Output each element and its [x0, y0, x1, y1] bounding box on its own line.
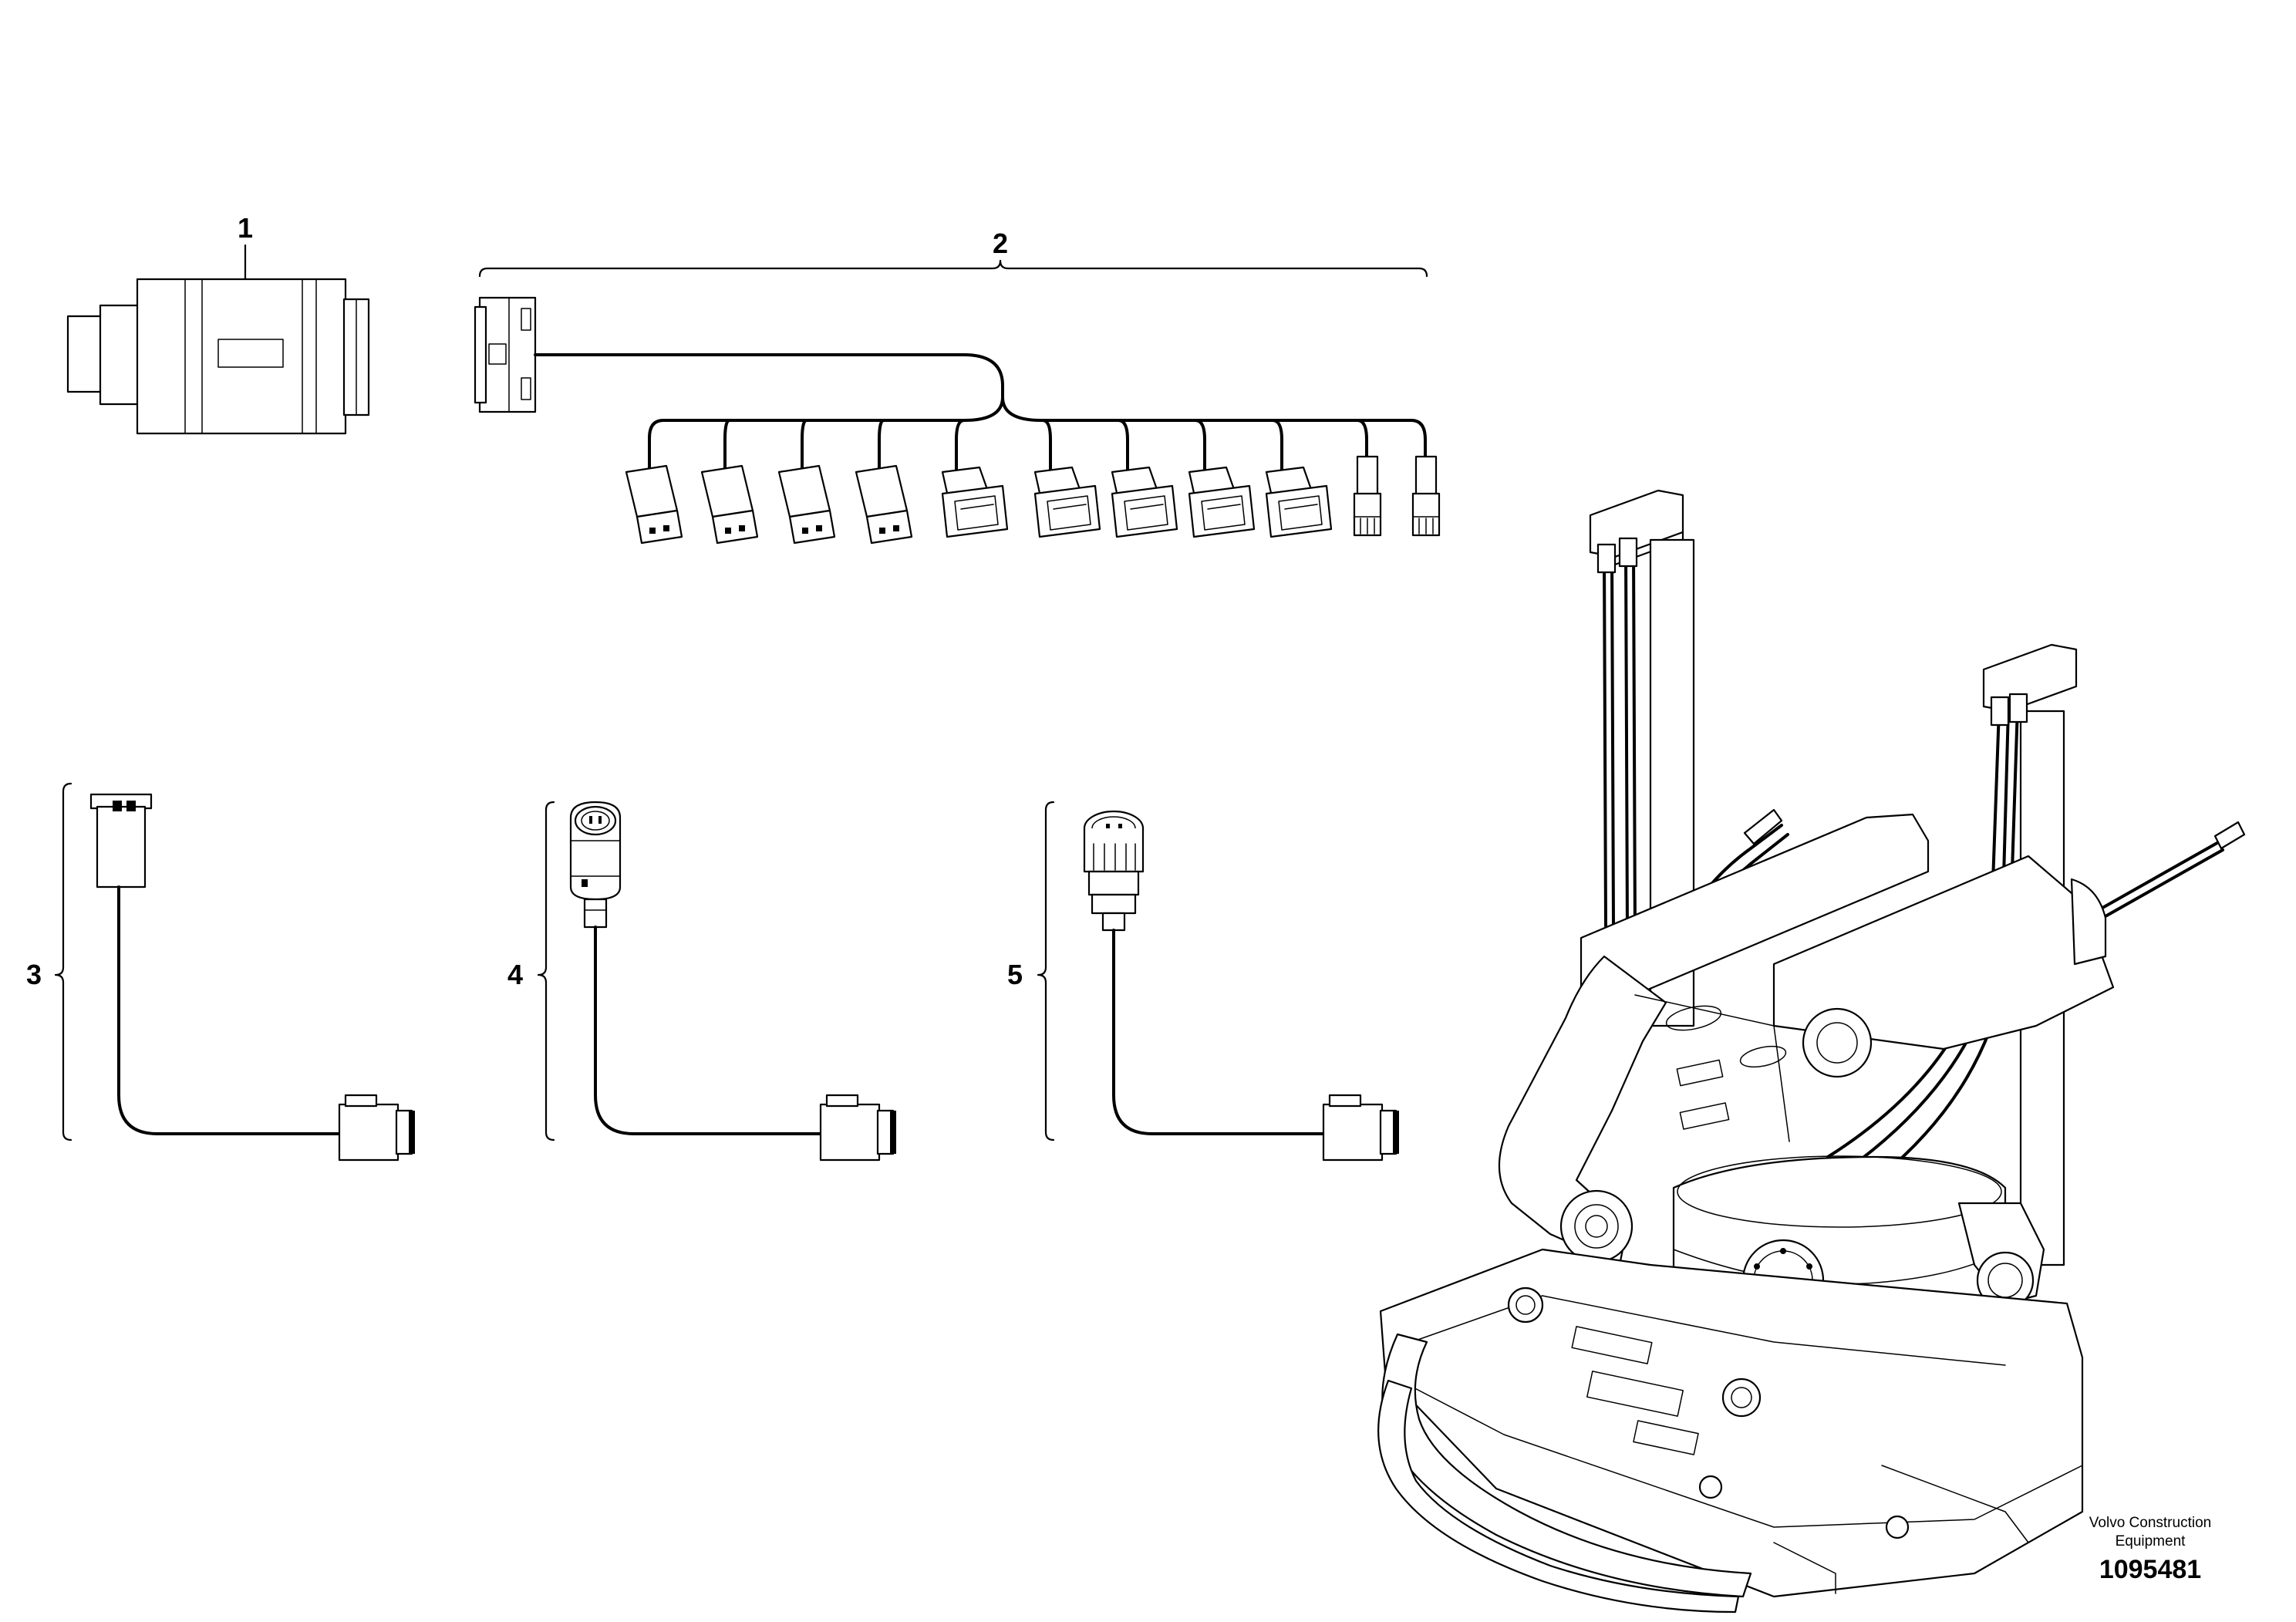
callout-2: 2 [993, 228, 1008, 259]
control-module-icon [66, 278, 370, 435]
round-connector-cable-icon [1083, 810, 1399, 1162]
bracket-4 [537, 801, 555, 1141]
harness-bracket [478, 259, 1428, 278]
callout-1: 1 [238, 212, 253, 244]
callout-5: 5 [1007, 959, 1023, 990]
brand-line-2: Equipment [2116, 1533, 2186, 1549]
bracket-3 [54, 782, 72, 1141]
footer: Volvo Construction Equipment 1095481 [2089, 1515, 2211, 1584]
part-1-control-module[interactable]: 1 [66, 212, 370, 435]
bracket-5 [1037, 801, 1055, 1141]
brand-line-1: Volvo Construction [2089, 1515, 2211, 1531]
tiltrotator-assembly-icon [1377, 489, 2246, 1614]
wiring-harness-icon [474, 296, 1441, 545]
callout-3: 3 [26, 959, 42, 990]
document-number: 1095481 [2099, 1555, 2201, 1584]
pressure-sensor-cable-icon [569, 801, 896, 1162]
sensor-cable-icon [89, 793, 415, 1162]
part-2-wiring-harness[interactable]: 2 [474, 228, 1441, 545]
callout-4: 4 [507, 959, 523, 990]
part-4-pressure-sensor-cable[interactable]: 4 [507, 801, 896, 1162]
part-5-round-connector-cable[interactable]: 5 [1007, 801, 1399, 1162]
part-3-sensor-cable[interactable]: 3 [26, 782, 415, 1162]
